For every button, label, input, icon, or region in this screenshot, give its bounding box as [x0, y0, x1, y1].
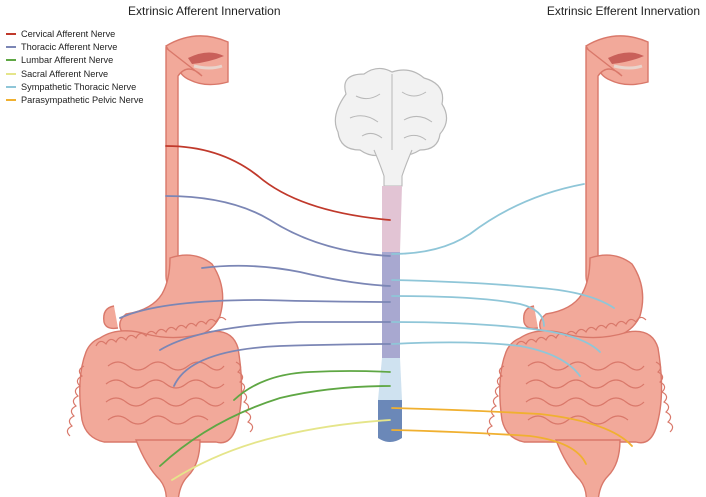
brain-icon — [334, 67, 448, 187]
nerve-thoracic-afferent-3 — [119, 299, 391, 319]
legend-label: Lumbar Afferent Nerve — [21, 55, 114, 66]
cord-cervical — [382, 186, 402, 252]
nerve-lumbar-afferent-2 — [159, 385, 391, 467]
spinal-cord — [378, 186, 402, 442]
right-diagram-title: Extrinsic Efferent Innervation — [546, 4, 700, 18]
legend-label: Parasympathetic Pelvic Nerve — [21, 95, 144, 106]
legend-item-sacral-afferent: Sacral Afferent Nerve — [6, 67, 144, 80]
legend-label: Sacral Afferent Nerve — [21, 68, 109, 79]
legend-item-cervical-afferent: Cervical Afferent Nerve — [6, 27, 144, 40]
legend-item-lumbar-afferent: Lumbar Afferent Nerve — [6, 54, 144, 67]
legend-item-sympathetic-thoracic: Sympathetic Thoracic Nerve — [6, 80, 144, 93]
legend-item-thoracic-afferent: Thoracic Afferent Nerve — [6, 40, 144, 53]
legend: Cervical Afferent Nerve Thoracic Afferen… — [6, 27, 144, 107]
legend-swatch — [6, 45, 16, 48]
nerve-sympathetic-thoracic-4 — [391, 321, 601, 353]
nerve-thoracic-afferent-4 — [159, 321, 391, 351]
nerve-paths — [119, 145, 633, 481]
nerve-parasympathetic-pelvic-2 — [391, 429, 587, 465]
cord-lumbar — [378, 358, 402, 400]
right-digestive-tract — [485, 34, 675, 497]
legend-label: Cervical Afferent Nerve — [21, 28, 116, 39]
nerve-lumbar-afferent-1 — [233, 370, 391, 401]
legend-swatch — [6, 32, 16, 35]
legend-swatch — [6, 85, 16, 88]
nerve-thoracic-afferent-2 — [201, 264, 391, 287]
legend-swatch — [6, 59, 16, 62]
nerve-sympathetic-thoracic-3 — [391, 295, 545, 327]
legend-label: Sympathetic Thoracic Nerve — [21, 81, 137, 92]
cord-sacral — [378, 400, 402, 442]
legend-swatch — [6, 72, 16, 75]
legend-label: Thoracic Afferent Nerve — [21, 41, 118, 52]
nerve-sympathetic-thoracic-1 — [391, 183, 585, 255]
nerve-cervical-afferent — [165, 145, 391, 221]
nerve-sympathetic-thoracic-2 — [391, 279, 615, 309]
nerve-thoracic-afferent-1 — [165, 195, 391, 257]
legend-item-parasympathetic-pelvic: Parasympathetic Pelvic Nerve — [6, 93, 144, 106]
nerve-thoracic-afferent-5 — [173, 343, 391, 387]
left-diagram-title: Extrinsic Afferent Innervation — [128, 4, 281, 18]
cord-thoracic — [382, 252, 400, 358]
nerve-parasympathetic-pelvic-1 — [391, 407, 633, 447]
nerve-sympathetic-thoracic-5 — [391, 341, 581, 377]
nerve-sacral-afferent — [171, 419, 391, 481]
legend-swatch — [6, 99, 16, 102]
